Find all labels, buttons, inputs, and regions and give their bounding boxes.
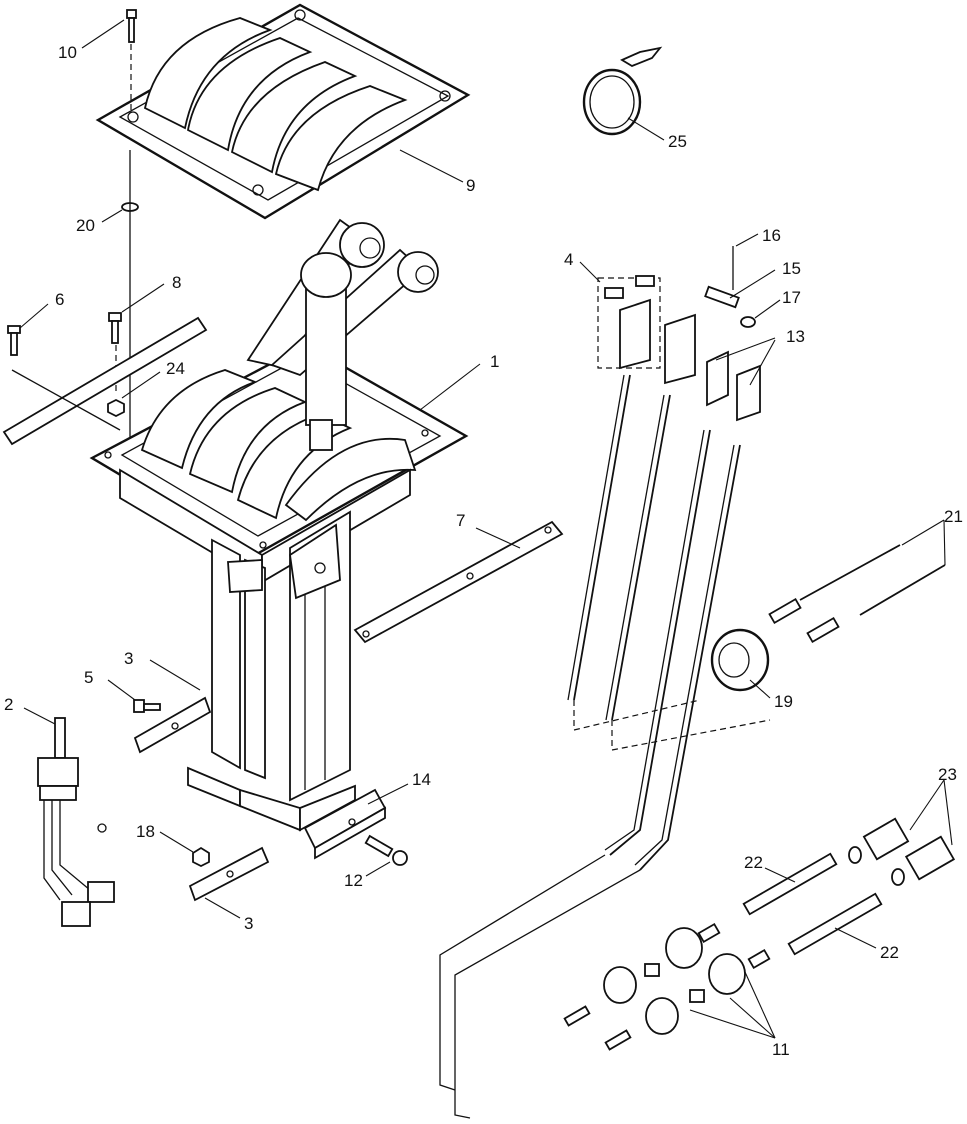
callout-7: 7 [456, 511, 465, 530]
callout-numbers: 10 25 9 20 16 4 15 6 8 17 13 24 1 7 21 3… [4, 43, 963, 1059]
block-part-14 [303, 788, 387, 860]
callout-23: 23 [938, 765, 957, 784]
callout-9: 9 [466, 176, 475, 195]
callout-3-lower: 3 [244, 914, 253, 933]
callout-2: 2 [4, 695, 13, 714]
callout-4: 4 [564, 250, 573, 269]
callout-22-lower: 22 [880, 943, 899, 962]
callout-6: 6 [55, 290, 64, 309]
callout-11: 11 [772, 1040, 790, 1059]
housing-body [119, 468, 411, 832]
rods-part-21 [768, 544, 946, 644]
callout-21: 21 [944, 507, 963, 526]
callout-8: 8 [172, 273, 181, 292]
sensor-part-2 [37, 717, 115, 927]
fittings-part-23 [848, 817, 956, 886]
clevis-part-13 [706, 350, 761, 422]
control-cables [439, 374, 771, 1119]
cable-tie-part-25 [582, 46, 663, 136]
callout-12: 12 [344, 871, 363, 890]
rods-part-22 [742, 852, 883, 956]
nut-part-24 [107, 398, 125, 418]
plate-part-3-lower [188, 846, 270, 902]
brackets-part-4 [597, 275, 696, 385]
callout-16: 16 [762, 226, 781, 245]
callout-20: 20 [76, 216, 95, 235]
callout-13: 13 [786, 327, 805, 346]
callout-22-upper: 22 [744, 853, 763, 872]
screw-part-12 [364, 834, 408, 866]
callout-25: 25 [668, 132, 687, 151]
plate-part-3-upper [133, 696, 212, 754]
strap-left [2, 316, 208, 446]
callout-14: 14 [412, 770, 431, 789]
callout-19: 19 [774, 692, 793, 711]
grommet-part-19 [710, 628, 770, 692]
control-housing-part-1 [89, 218, 469, 557]
washer-part-20 [121, 150, 139, 460]
screw-part-6 [7, 325, 21, 356]
nut-part-18 [192, 846, 210, 868]
fittings-part-11 [563, 922, 771, 1051]
pin-part-15 [704, 246, 756, 328]
screw-part-5 [133, 699, 161, 713]
cover-plate-part-9 [95, 3, 471, 220]
callout-15: 15 [782, 259, 801, 278]
screw-part-10 [126, 9, 137, 112]
callout-5: 5 [84, 668, 93, 687]
callout-3-upper: 3 [124, 649, 133, 668]
callout-1: 1 [490, 352, 499, 371]
strap-part-7 [353, 520, 564, 644]
callout-18: 18 [136, 822, 155, 841]
callout-17: 17 [782, 288, 801, 307]
callout-24: 24 [166, 359, 185, 378]
callout-10: 10 [58, 43, 77, 62]
callout-leaders [19, 19, 953, 1039]
